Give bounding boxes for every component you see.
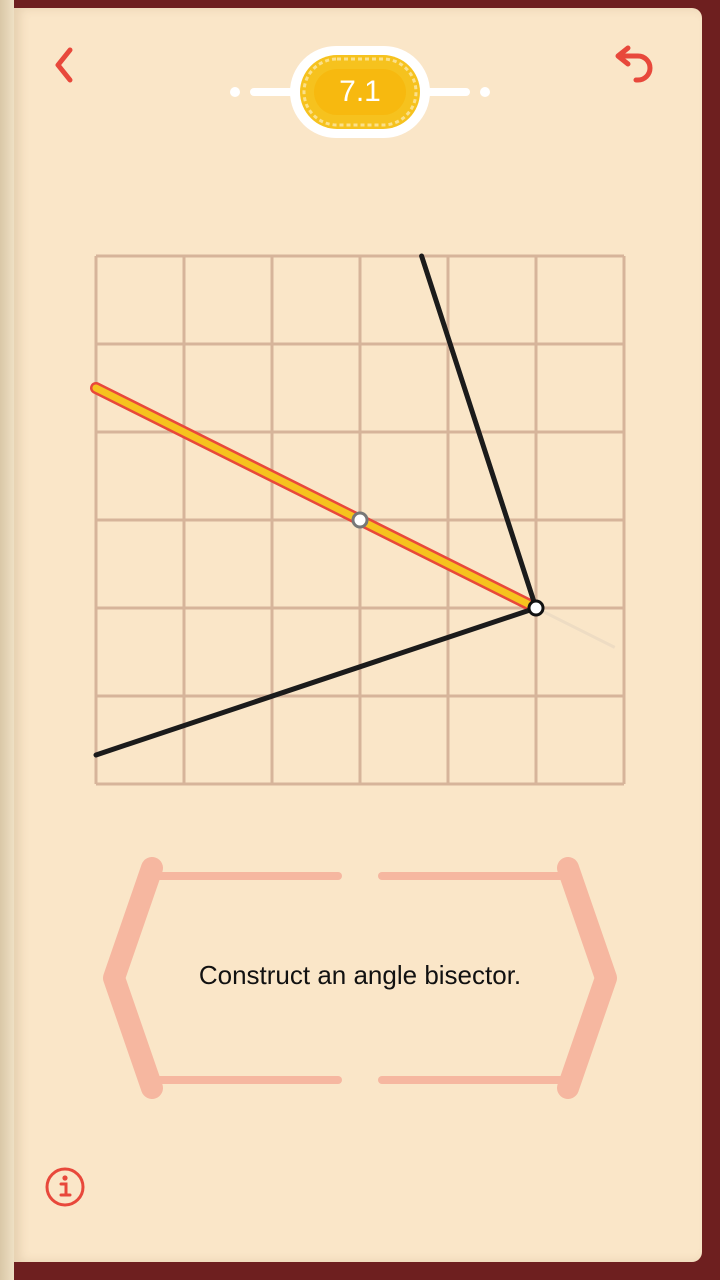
angle-vertex[interactable] — [527, 599, 545, 617]
bisector-midpoint[interactable] — [351, 511, 369, 529]
undo-icon — [615, 45, 653, 83]
undo-button[interactable] — [606, 42, 660, 88]
info-button[interactable] — [40, 1162, 90, 1212]
greek-key-pattern — [302, 57, 418, 127]
ray-lower — [93, 605, 539, 758]
book-spine — [0, 0, 14, 1280]
level-badge-medallion: 7.1 — [300, 55, 420, 129]
ray-upper — [419, 253, 539, 611]
level-progress-rail — [250, 88, 300, 96]
bisector-extension — [535, 606, 616, 649]
level-badge: 7.1 — [290, 46, 430, 138]
level-label: 7.1 — [339, 75, 381, 108]
instruction-text: Construct an angle bisector. — [198, 960, 522, 990]
level-progress-dot — [230, 87, 240, 97]
chevron-left-icon — [55, 47, 73, 83]
info-icon — [45, 1167, 85, 1207]
bisector-line[interactable] — [92, 384, 540, 612]
level-progress-rail — [418, 88, 470, 96]
level-progress-dot — [480, 87, 490, 97]
back-button[interactable] — [46, 40, 86, 90]
